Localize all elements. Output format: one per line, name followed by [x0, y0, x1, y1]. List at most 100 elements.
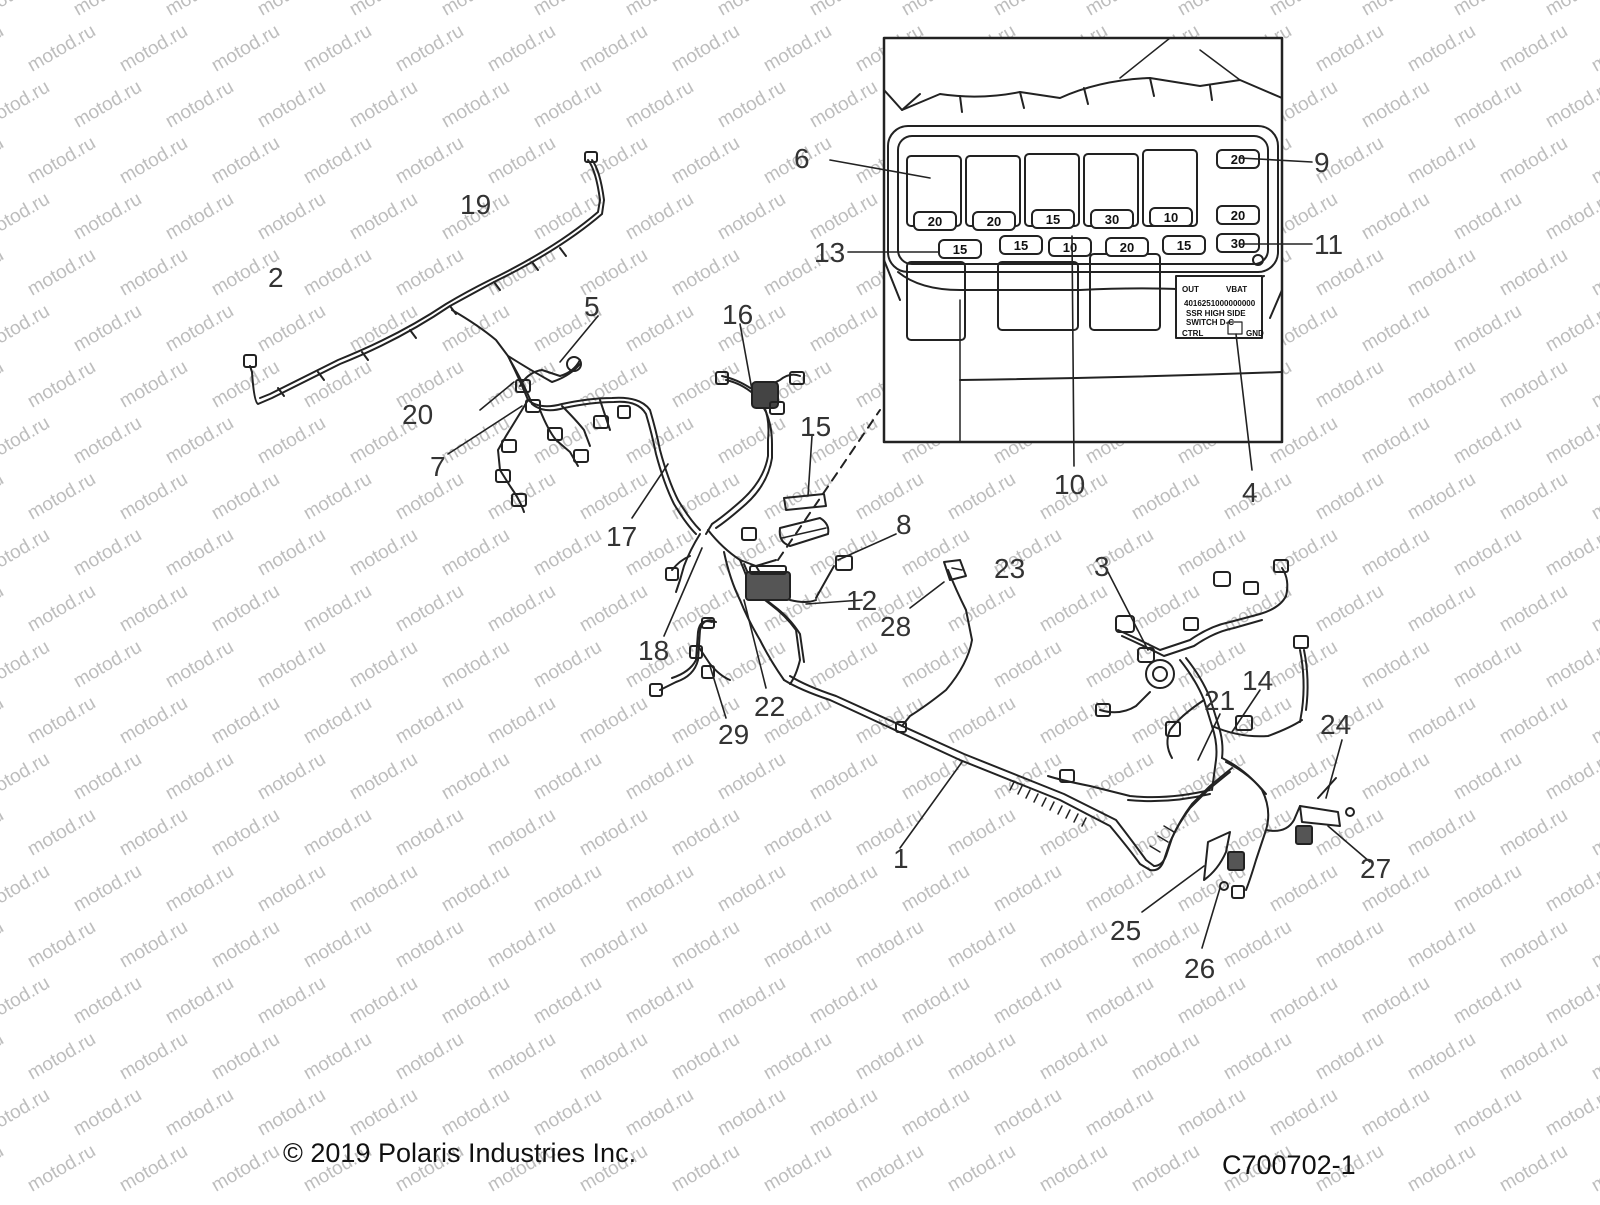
- watermark-text: motod.ru: [530, 525, 605, 581]
- callout-4: 4: [1242, 477, 1258, 508]
- watermark-text: motod.ru: [162, 189, 237, 245]
- watermark-text: motod.ru: [944, 1141, 1019, 1197]
- watermark-text: motod.ru: [162, 973, 237, 1029]
- watermark-text: motod.ru: [0, 749, 53, 805]
- watermark-text: motod.ru: [530, 0, 605, 20]
- watermark-text: motod.ru: [1220, 469, 1295, 525]
- watermark-text: motod.ru: [714, 637, 789, 693]
- watermark-text: motod.ru: [944, 805, 1019, 861]
- watermark-text: motod.ru: [300, 469, 375, 525]
- watermark-text: motod.ru: [346, 0, 421, 20]
- watermark-text: motod.ru: [898, 749, 973, 805]
- watermark-text: motod.ru: [1404, 1029, 1479, 1085]
- watermark-text: motod.ru: [622, 0, 697, 20]
- watermark-text: motod.ru: [1036, 693, 1111, 749]
- copyright-text: © 2019 Polaris Industries Inc.: [283, 1138, 637, 1168]
- watermark-text: motod.ru: [1542, 973, 1600, 1029]
- watermark-text: motod.ru: [438, 749, 513, 805]
- watermark-text: motod.ru: [0, 301, 53, 357]
- watermark-text: motod.ru: [530, 77, 605, 133]
- callout-12: 12: [846, 585, 877, 616]
- inset-leader-line: [777, 409, 881, 561]
- watermark-text: motod.ru: [898, 1085, 973, 1141]
- module-line1: SSR HIGH SIDE: [1186, 309, 1246, 318]
- watermark-text: motod.ru: [1588, 133, 1600, 189]
- watermark-text: motod.ru: [116, 133, 191, 189]
- watermark-text: motod.ru: [1174, 525, 1249, 581]
- watermark-text: motod.ru: [346, 637, 421, 693]
- watermark-text: motod.ru: [438, 637, 513, 693]
- fuse-12: [1216, 205, 1260, 225]
- watermark-text: motod.ru: [898, 973, 973, 1029]
- watermark-text: motod.ru: [1128, 469, 1203, 525]
- fuse-2: [972, 211, 1016, 231]
- callout-19: 19: [460, 189, 491, 220]
- watermark-text: motod.ru: [208, 693, 283, 749]
- watermark-text: motod.ru: [1404, 133, 1479, 189]
- watermark-text: motod.ru: [208, 1029, 283, 1085]
- watermark-text: motod.ru: [484, 805, 559, 861]
- watermark-text: motod.ru: [24, 917, 99, 973]
- watermark-text: motod.ru: [484, 581, 559, 637]
- watermark-text: motod.ru: [484, 21, 559, 77]
- watermark-text: motod.ru: [990, 861, 1065, 917]
- watermark-text: motod.ru: [254, 861, 329, 917]
- watermark-text: motod.ru: [1496, 357, 1571, 413]
- callout-5: 5: [584, 291, 600, 322]
- watermark-text: motod.ru: [0, 469, 7, 525]
- watermark-text: motod.ru: [1542, 189, 1600, 245]
- watermark-text: motod.ru: [1542, 0, 1600, 20]
- watermark-text: motod.ru: [1588, 581, 1600, 637]
- watermark-text: motod.ru: [438, 77, 513, 133]
- fuse-rating-11: 15: [1177, 238, 1191, 253]
- watermark-text: motod.ru: [1174, 0, 1249, 20]
- watermark-text: motod.ru: [1450, 77, 1525, 133]
- watermark-text: motod.ru: [116, 21, 191, 77]
- watermark-text: motod.ru: [0, 693, 7, 749]
- watermark-text: motod.ru: [300, 21, 375, 77]
- watermark-text: motod.ru: [392, 133, 467, 189]
- module-out-label: OUT: [1182, 285, 1199, 294]
- watermark-text: motod.ru: [576, 917, 651, 973]
- fuse-rating-8: 15: [953, 242, 967, 257]
- watermark-text: motod.ru: [208, 1141, 283, 1197]
- fuse-9: [1048, 237, 1092, 257]
- watermark-text: motod.ru: [1450, 1085, 1525, 1141]
- watermark-text: motod.ru: [530, 861, 605, 917]
- callout-23: 23: [994, 553, 1025, 584]
- watermark-text: motod.ru: [1588, 1029, 1600, 1085]
- watermark-text: motod.ru: [1588, 805, 1600, 861]
- watermark-text: motod.ru: [576, 581, 651, 637]
- watermark-text: motod.ru: [1174, 1085, 1249, 1141]
- watermark-text: motod.ru: [1174, 637, 1249, 693]
- watermark-text: motod.ru: [898, 0, 973, 20]
- watermark-text: motod.ru: [714, 77, 789, 133]
- watermark-text: motod.ru: [254, 301, 329, 357]
- callout-27: 27: [1360, 853, 1391, 884]
- watermark-text: motod.ru: [1496, 469, 1571, 525]
- watermark-text: motod.ru: [1312, 1029, 1387, 1085]
- watermark-text: motod.ru: [254, 637, 329, 693]
- watermark-text: motod.ru: [668, 1141, 743, 1197]
- watermark-text: motod.ru: [1450, 861, 1525, 917]
- watermark-text: motod.ru: [990, 1085, 1065, 1141]
- watermark-text: motod.ru: [852, 1029, 927, 1085]
- watermark-text: motod.ru: [852, 917, 927, 973]
- watermark-text: motod.ru: [70, 1085, 145, 1141]
- watermark-text: motod.ru: [0, 917, 7, 973]
- callout-3: 3: [1094, 551, 1110, 582]
- watermark-text: motod.ru: [622, 301, 697, 357]
- watermark-text: motod.ru: [760, 917, 835, 973]
- watermark-text: motod.ru: [576, 693, 651, 749]
- watermark-text: motod.ru: [300, 1029, 375, 1085]
- watermark-text: motod.ru: [1312, 917, 1387, 973]
- watermark-text: motod.ru: [944, 1029, 1019, 1085]
- main-trunk-harness: [783, 675, 1233, 872]
- watermark-text: motod.ru: [990, 0, 1065, 20]
- watermark-text: motod.ru: [300, 245, 375, 301]
- module-gnd-label: GND: [1246, 329, 1264, 338]
- watermark-text: motod.ru: [484, 693, 559, 749]
- watermark-text: motod.ru: [162, 1085, 237, 1141]
- watermark-text: motod.ru: [208, 357, 283, 413]
- watermark-text: motod.ru: [24, 357, 99, 413]
